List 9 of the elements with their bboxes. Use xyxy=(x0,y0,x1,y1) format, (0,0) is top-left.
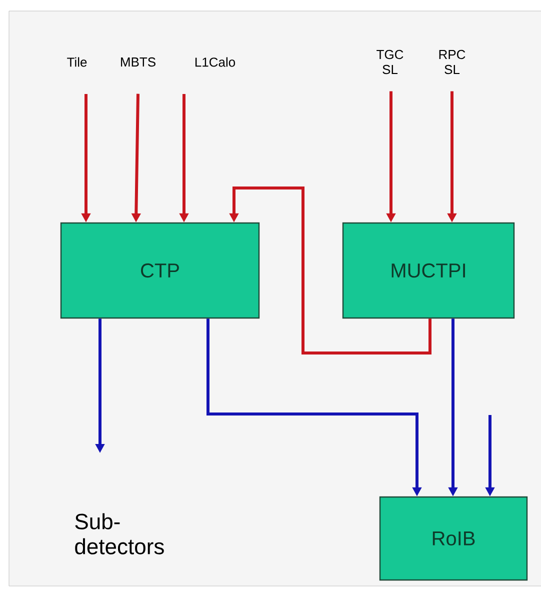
process-box: MUCTPI xyxy=(342,222,515,319)
input-label: TGC SL xyxy=(376,50,404,74)
input-label: MBTS xyxy=(121,57,156,67)
process-box: RoIB xyxy=(379,496,528,581)
input-label: RPC SL xyxy=(439,50,466,74)
output-label: Sub-detectors xyxy=(75,513,164,554)
process-box: CTP xyxy=(60,222,260,319)
input-label: Tile xyxy=(67,57,87,67)
input-label: L1Calo xyxy=(195,57,236,67)
